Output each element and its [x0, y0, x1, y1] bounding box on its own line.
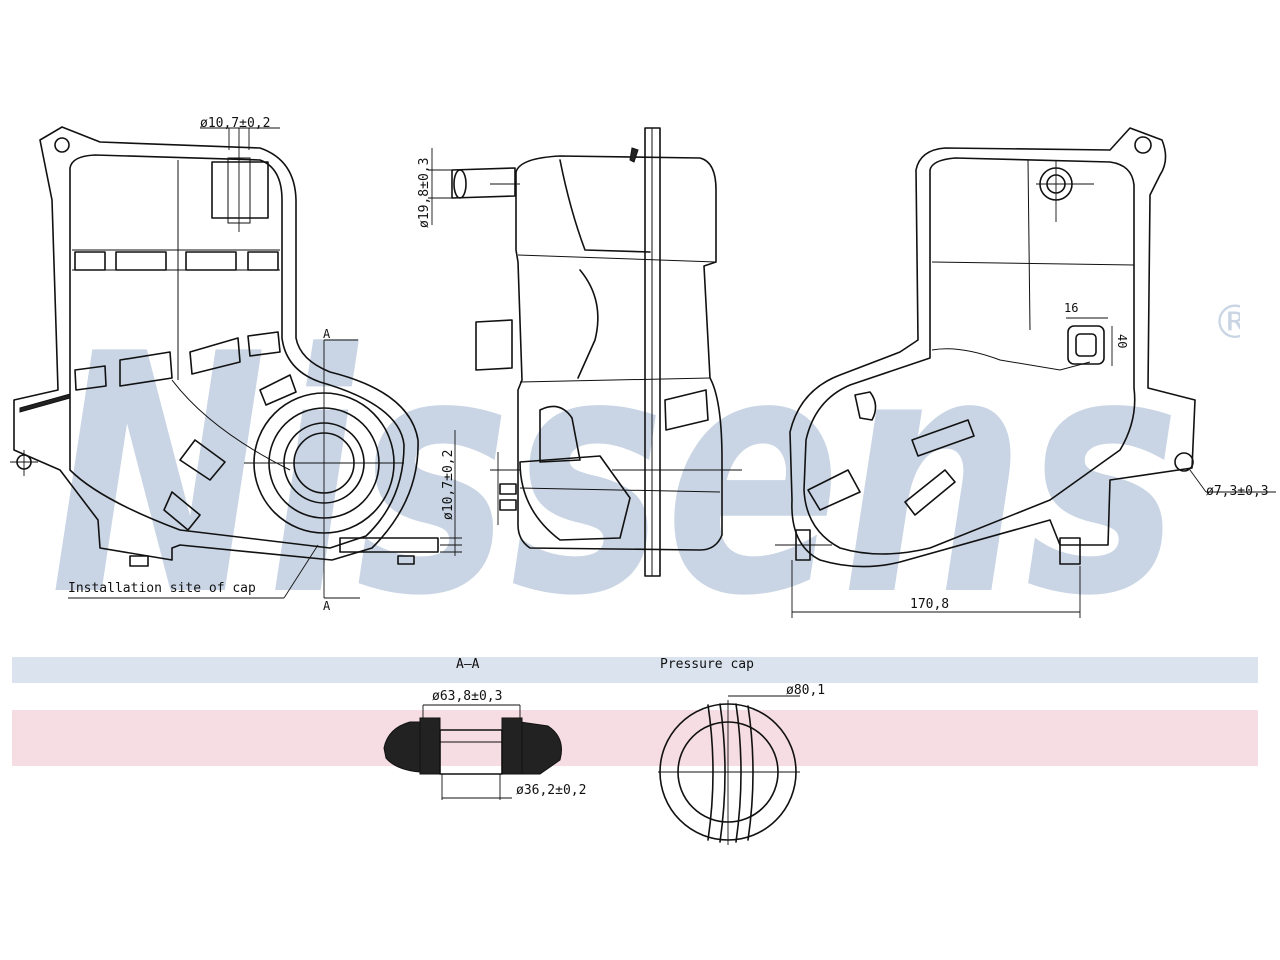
tank-front-view	[10, 126, 462, 599]
registered-mark: ®	[1212, 295, 1240, 349]
tank-side-view	[428, 127, 742, 577]
dim-d198: ø19,8±0,3	[417, 158, 432, 228]
section-aa-title: A–A	[456, 657, 480, 672]
dim-16: 16	[1064, 301, 1078, 315]
dim-width-1708: 170,8	[910, 597, 949, 612]
dim-d801: ø80,1	[786, 683, 825, 698]
pressure-cap	[658, 695, 800, 845]
dim-40: 40	[1115, 334, 1129, 348]
dim-d107-side: ø10,7±0,2	[441, 450, 456, 520]
section-a-a	[383, 704, 562, 800]
section-marker-bottom: A	[323, 599, 331, 613]
dim-d638: ø63,8±0,3	[432, 689, 502, 704]
section-marker-top: A	[323, 327, 331, 341]
dim-d362: ø36,2±0,2	[516, 783, 586, 798]
pressure-cap-title: Pressure cap	[660, 657, 754, 672]
dim-d107-top: ø10,7±0,2	[200, 116, 270, 131]
dim-d73: ø7,3±0,3	[1206, 484, 1269, 499]
installation-label: Installation site of cap	[68, 581, 256, 596]
tank-rear-view	[775, 127, 1276, 618]
background-band-blue	[12, 657, 1258, 683]
background-band-pink	[12, 710, 1258, 766]
